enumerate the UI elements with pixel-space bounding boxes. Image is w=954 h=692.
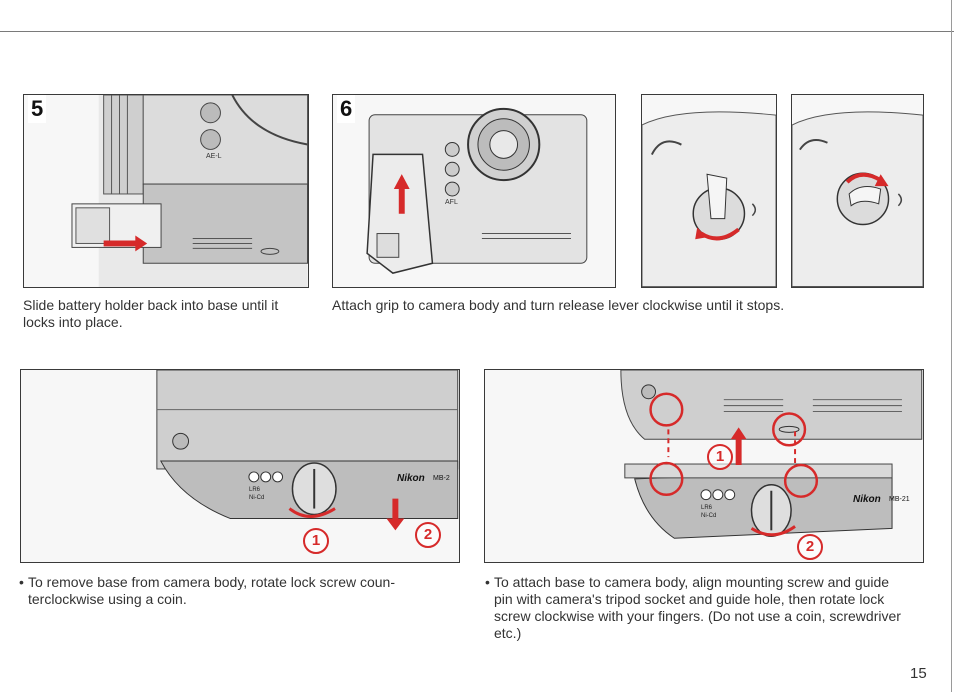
step-number-6: 6 [337, 95, 356, 123]
figure-release-lever-locked [791, 94, 924, 288]
battery-holder-illustration [71, 95, 308, 287]
model-label-right: MB-21 [889, 496, 910, 503]
figure-release-lever-turn [641, 94, 777, 288]
release-lever-locked-illustration [792, 111, 923, 287]
nicd-label: Ni-Cd [701, 513, 717, 519]
step-number-5: 5 [28, 95, 47, 123]
figure-step-5: 5 AE-L [23, 94, 309, 288]
step-marker-2-right: 2 [797, 534, 823, 560]
bullet-dot: • [485, 574, 490, 590]
top-rule [0, 31, 954, 32]
remove-base-illustration [156, 370, 459, 531]
bullet-dot: • [19, 574, 24, 590]
grip-attach-illustration [366, 107, 588, 274]
instruction-attach-base: • To attach base to camera body, align m… [485, 574, 904, 642]
attach-base-illustration [620, 370, 923, 539]
afl-label: AFL [445, 199, 458, 206]
caption-step-5: Slide battery holder back into base unti… [23, 297, 279, 330]
model-label-left: MB-2 [433, 475, 450, 482]
nicd-label: Ni-Cd [249, 495, 265, 501]
figure-attach-base: LR6 Ni-Cd Nikon MB-21 1 2 [484, 369, 924, 563]
step-marker-2-left: 2 [415, 522, 441, 548]
figure-remove-base: LR6 Ni-Cd Nikon MB-2 1 2 [20, 369, 460, 563]
nikon-brand-label: Nikon [853, 494, 881, 505]
instruction-attach-text: To attach base to camera body, align mou… [494, 574, 901, 641]
step-marker-1-left: 1 [303, 528, 329, 554]
release-lever-illustration [642, 111, 776, 287]
instruction-remove-text: To remove base from camera body, rotate … [28, 574, 396, 607]
page-number: 15 [910, 665, 927, 682]
figure-step-6: 6 AFL [332, 94, 616, 288]
caption-step-6: Attach grip to camera body and turn rele… [332, 297, 785, 313]
instruction-remove-base: • To remove base from camera body, rotat… [19, 574, 448, 608]
lr6-label: LR6 [249, 487, 261, 493]
lr6-label: LR6 [701, 505, 713, 511]
right-edge-rule [951, 0, 952, 692]
nikon-brand-label: Nikon [397, 473, 425, 484]
ael-label: AE-L [206, 153, 222, 160]
step-marker-1-right: 1 [707, 444, 733, 470]
